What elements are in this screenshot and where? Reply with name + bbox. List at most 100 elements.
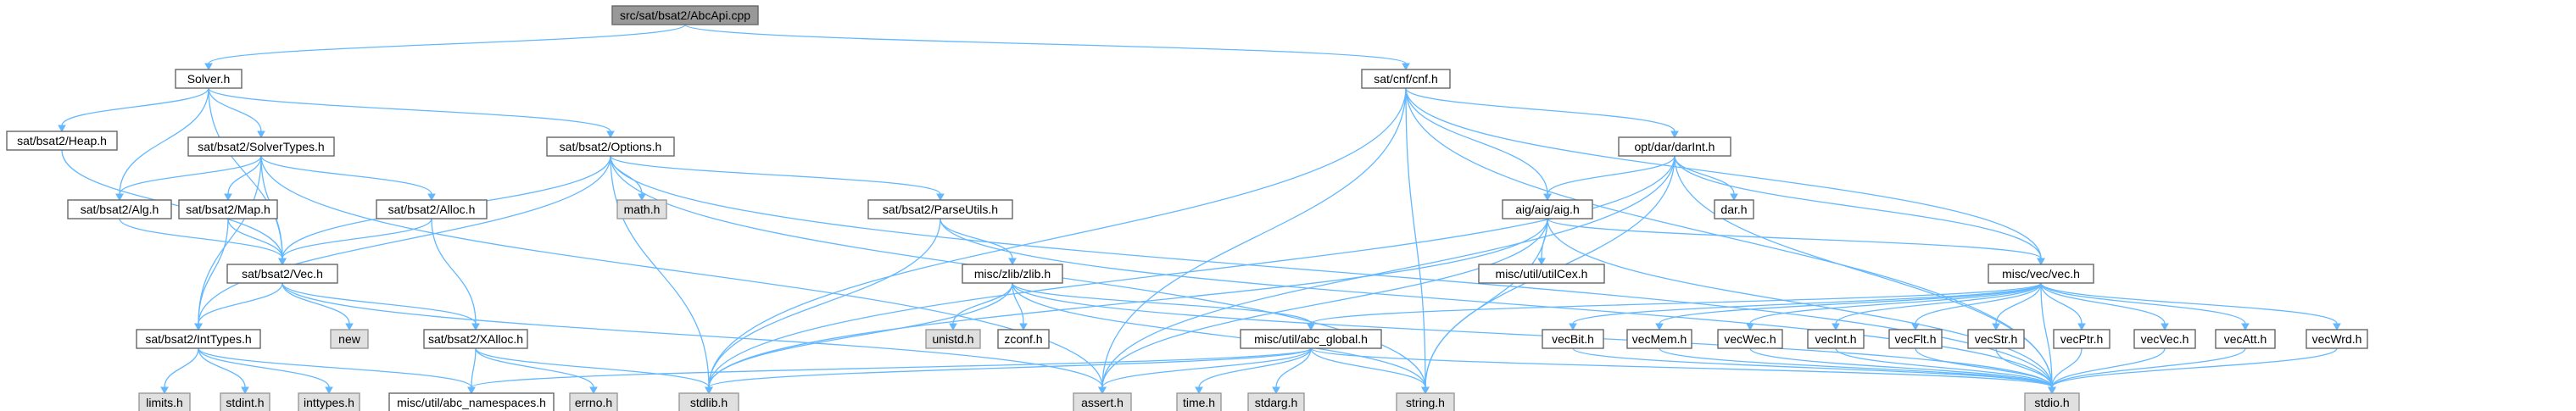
node-solvertypes[interactable]: sat/bsat2/SolverTypes.h	[187, 136, 335, 157]
node-abcglobal[interactable]: misc/util/abc_global.h	[1240, 329, 1382, 349]
edges-layer	[58, 24, 2341, 395]
node-vecstr[interactable]: vecStr.h	[1967, 329, 2025, 349]
edge-abcglobal-to-time	[1195, 347, 1312, 395]
node-utilcex[interactable]: misc/util/utilCex.h	[1478, 264, 1605, 284]
node-new[interactable]: new	[330, 329, 369, 349]
node-label: stdlib.h	[690, 396, 728, 409]
node-vecflt[interactable]: vecFlt.h	[1888, 329, 1943, 349]
edge-line	[1405, 87, 1426, 388]
node-options[interactable]: sat/bsat2/Options.h	[546, 136, 675, 157]
node-box	[1967, 329, 2025, 349]
node-label: misc/util/abc_global.h	[1254, 332, 1368, 346]
edge-cnf-to-string	[1405, 87, 1430, 395]
edge-line	[1547, 155, 1676, 195]
edge-line	[610, 155, 643, 195]
node-label: vecVec.h	[2141, 332, 2189, 346]
node-vecatt[interactable]: vecAtt.h	[2215, 329, 2276, 349]
edge-arrowhead	[1195, 386, 1203, 395]
edge-vecvec-to-vecvech	[2040, 282, 2169, 331]
edge-line	[610, 155, 2053, 388]
node-inttypes[interactable]: sat/bsat2/IntTypes.h	[136, 329, 261, 349]
node-label: vecInt.h	[1815, 332, 1856, 346]
node-inttypesh[interactable]: inttypes.h	[298, 392, 360, 411]
edge-line	[1310, 347, 2053, 388]
edge-line	[471, 347, 477, 388]
node-string[interactable]: string.h	[1396, 392, 1455, 411]
edge-alloc-to-vech	[278, 218, 432, 266]
node-vecvech[interactable]: vecVec.h	[2133, 329, 2196, 349]
edge-zlib-to-abcglobal	[1012, 282, 1315, 331]
node-vecwec[interactable]: vecWec.h	[1717, 329, 1783, 349]
node-stdarg[interactable]: stdarg.h	[1247, 392, 1305, 411]
node-zlib[interactable]: misc/zlib/zlib.h	[962, 264, 1063, 284]
node-unistd[interactable]: unistd.h	[925, 329, 981, 349]
edge-vecvec-to-vecbit	[1569, 282, 2042, 331]
edge-line	[1405, 87, 2042, 259]
node-label: sat/bsat2/SolverTypes.h	[198, 140, 324, 153]
node-cnf[interactable]: sat/cnf/cnf.h	[1361, 69, 1451, 89]
node-box	[1714, 199, 1754, 219]
node-label: stdarg.h	[1255, 396, 1298, 409]
node-vecwrd[interactable]: vecWrd.h	[2306, 329, 2368, 349]
node-map[interactable]: sat/bsat2/Map.h	[178, 199, 278, 219]
node-box	[178, 199, 278, 219]
node-vecvec[interactable]: misc/vec/vec.h	[1988, 264, 2094, 284]
edge-vecvec-to-vecatt	[2040, 282, 2250, 331]
node-darint[interactable]: opt/dar/darInt.h	[1618, 136, 1731, 157]
edge-line	[475, 347, 710, 388]
node-vecmem[interactable]: vecMem.h	[1626, 329, 1692, 349]
edge-arrowhead	[278, 258, 287, 266]
node-heap[interactable]: sat/bsat2/Heap.h	[6, 131, 118, 151]
node-label: Solver.h	[187, 72, 231, 86]
node-assert[interactable]: assert.h	[1073, 392, 1132, 411]
node-stdint[interactable]: stdint.h	[220, 392, 270, 411]
edge-arrowhead	[194, 323, 203, 331]
edge-line	[2051, 347, 2338, 388]
node-aig[interactable]: aig/aig/aig.h	[1502, 199, 1593, 219]
node-stdlib[interactable]: stdlib.h	[678, 392, 739, 411]
node-dar[interactable]: dar.h	[1714, 199, 1754, 219]
edge-line	[119, 87, 209, 195]
node-box	[423, 329, 528, 349]
node-parseutils[interactable]: sat/bsat2/ParseUtils.h	[867, 199, 1013, 219]
node-alg[interactable]: sat/bsat2/Alg.h	[67, 199, 172, 219]
node-errno[interactable]: errno.h	[569, 392, 618, 411]
node-solver[interactable]: Solver.h	[175, 69, 243, 89]
edge-arrowhead	[589, 386, 598, 395]
edge-line	[1915, 282, 2042, 325]
edge-line	[1012, 282, 1426, 388]
node-box	[1502, 199, 1593, 219]
node-vecint[interactable]: vecInt.h	[1807, 329, 1865, 349]
node-box	[925, 329, 981, 349]
edge-line	[61, 149, 283, 259]
node-math[interactable]: math.h	[616, 199, 667, 219]
node-xalloc[interactable]: sat/bsat2/XAlloc.h	[423, 329, 528, 349]
edge-cnf-to-vecvec	[1405, 87, 2045, 266]
edge-line	[198, 347, 330, 388]
edge-line	[2040, 282, 2053, 388]
node-vecbit[interactable]: vecBit.h	[1542, 329, 1604, 349]
node-alloc[interactable]: sat/bsat2/Alloc.h	[376, 199, 488, 219]
node-limits[interactable]: limits.h	[138, 392, 191, 411]
node-vecptr[interactable]: vecPtr.h	[2053, 329, 2110, 349]
node-box	[962, 264, 1063, 284]
node-label: opt/dar/darInt.h	[1635, 140, 1715, 153]
edge-line	[1547, 218, 2053, 388]
edge-line	[1101, 155, 1676, 388]
node-label: sat/bsat2/Vec.h	[242, 267, 323, 280]
node-time[interactable]: time.h	[1176, 392, 1222, 411]
edge-line	[208, 87, 283, 259]
node-namespaces[interactable]: misc/util/abc_namespaces.h	[388, 392, 555, 411]
node-vech[interactable]: sat/bsat2/Vec.h	[226, 264, 338, 284]
edge-arrowhead	[325, 386, 333, 395]
node-stdio[interactable]: stdio.h	[2024, 392, 2080, 411]
node-label: stdio.h	[2034, 396, 2069, 409]
edge-line	[2051, 347, 2166, 388]
node-abcapi[interactable]: src/sat/bsat2/AbcApi.cpp	[611, 5, 759, 25]
node-zconf[interactable]: zconf.h	[997, 329, 1050, 349]
edge-arrowhead	[1832, 323, 1840, 331]
edge-arrowhead	[204, 63, 213, 71]
edge-line	[1275, 347, 1312, 388]
node-label: sat/bsat2/IntTypes.h	[145, 332, 251, 346]
edge-line	[2051, 347, 2083, 388]
